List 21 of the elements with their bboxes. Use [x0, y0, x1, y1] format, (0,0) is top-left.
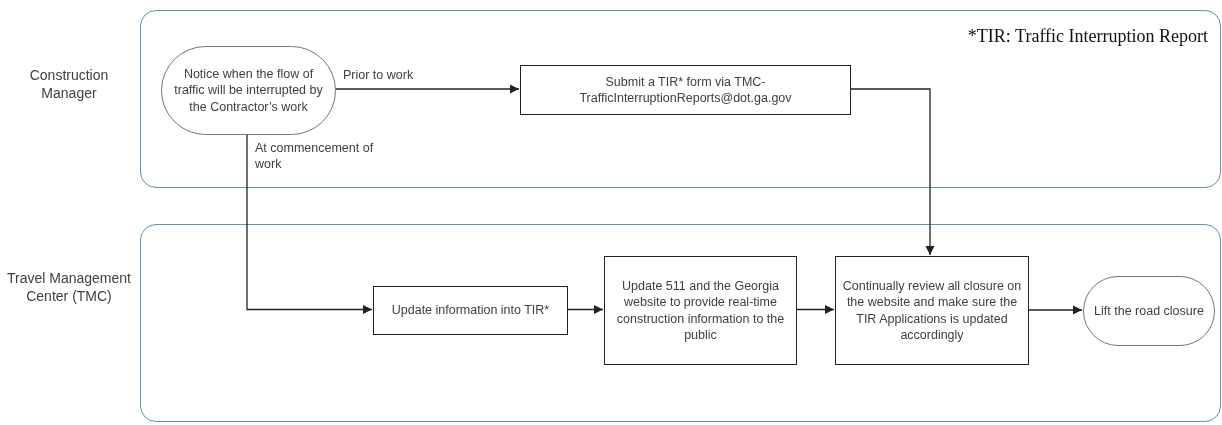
- arrow: [849, 88, 935, 256]
- process-box: [604, 256, 797, 365]
- footnote: *TIR: Traffic Interruption Report: [967, 26, 1208, 47]
- edge-label: At commencement of work: [255, 140, 375, 173]
- step-text: Submit a TIR* form via TMC-TrafficInterruptionReports@dot.ga.gov: [578, 73, 793, 107]
- arrow: [795, 304, 835, 315]
- arrow: [1027, 305, 1083, 315]
- lane-label: Construction Manager: [28, 66, 110, 103]
- step-text: Continually review all closure on the website and make sure the TIR Applications is updated accordingly: [842, 278, 1022, 343]
- process-box: [373, 286, 568, 335]
- edge-label: Prior to work: [343, 67, 414, 84]
- process-box: [520, 65, 851, 115]
- step-text: Notice when the flow of traffic will be interrupted by the Contractor’s work: [173, 66, 324, 115]
- step-text: Update information into TIR*: [391, 302, 550, 319]
- step-text: Update 511 and the Georgia website to provide real-time construction information to the public: [615, 278, 786, 343]
- arrow: [566, 304, 604, 315]
- arrow: [246, 133, 373, 315]
- lane-label: Travel Management Center (TMC): [6, 269, 132, 306]
- arrow: [334, 84, 520, 94]
- process-box: [835, 256, 1029, 365]
- step-text: Lift the road closure: [1094, 302, 1204, 320]
